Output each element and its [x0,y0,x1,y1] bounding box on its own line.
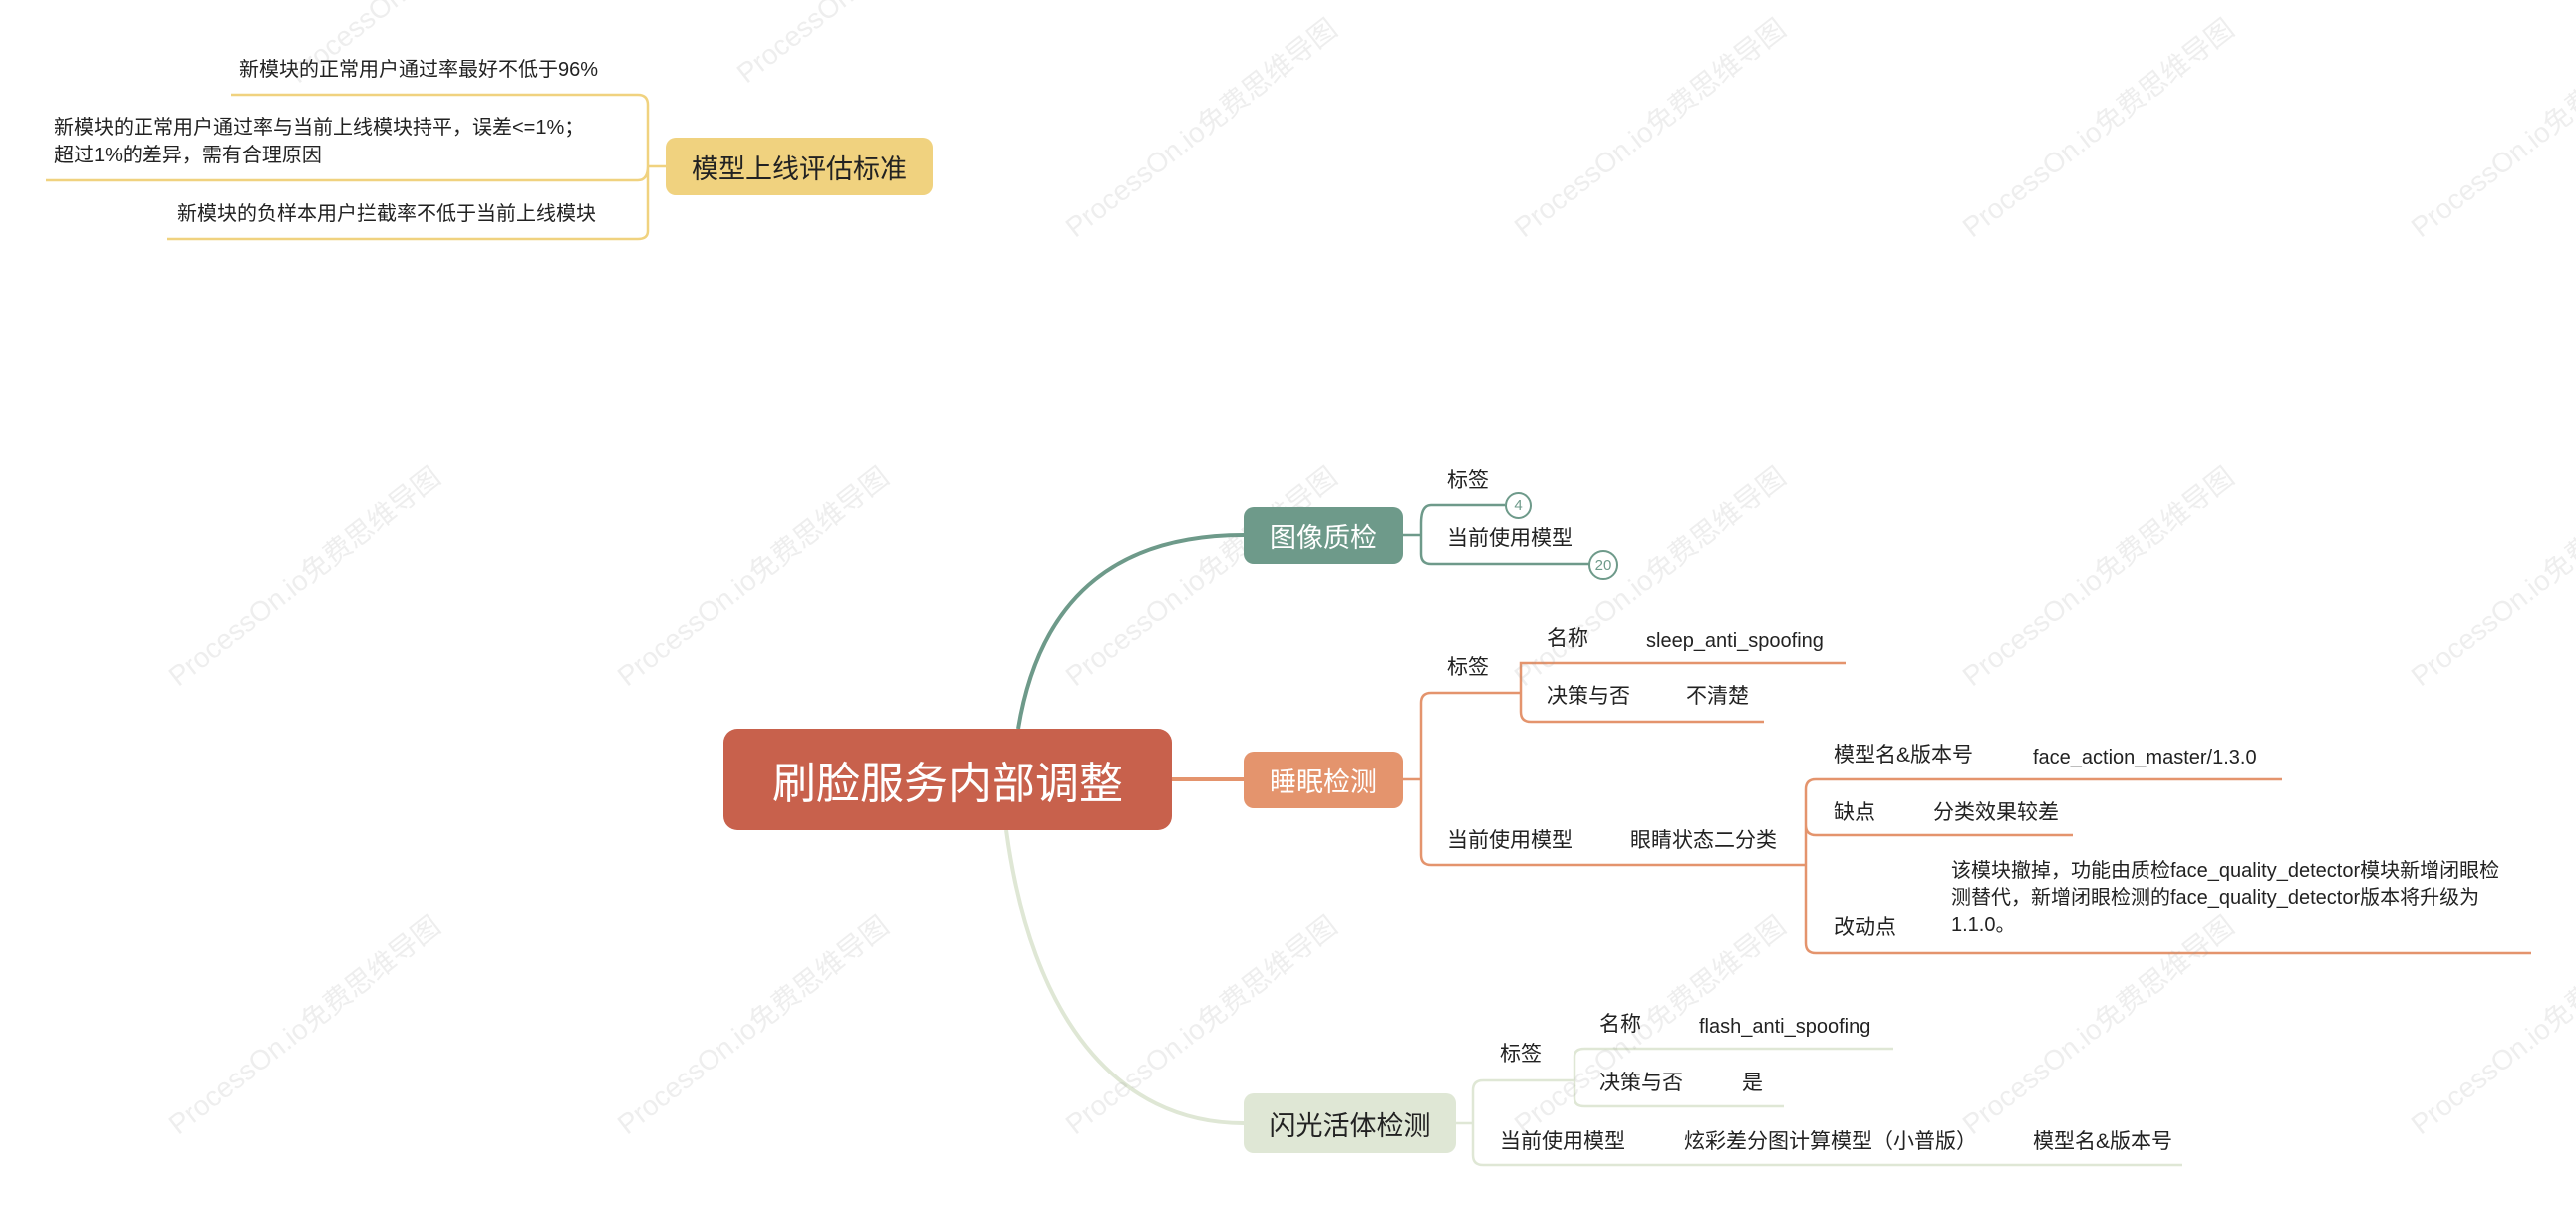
sleep-model-value[interactable]: 眼睛状态二分类 [1630,829,1777,852]
connector-sleep-tag-children [1519,661,1846,724]
topic-model-launch-criteria[interactable]: 模型上线评估标准 [666,138,933,195]
flash-name-label[interactable]: 名称 [1599,1013,1641,1036]
flash-version-label[interactable]: 模型名&版本号 [2033,1130,2173,1153]
sleep-decision-value[interactable]: 不清楚 [1686,685,1749,708]
image-qc-tag-label[interactable]: 标签 [1447,469,1489,492]
sleep-change-value[interactable]: 该模块撤掉，功能由质检face_quality_detector模块新增闭眼检测… [1951,860,2500,936]
topic-flash-liveness[interactable]: 闪光活体检测 [1244,1093,1456,1153]
connector-sleep-children [1403,691,1806,867]
criteria-item-1[interactable]: 新模块的正常用户通过率最好不低于96% [239,59,599,81]
connector-root-flash [1004,829,1245,1125]
connector-sleep-model-children [1804,777,2531,955]
connector-flash-tag-children [1573,1047,1893,1108]
connector-flash-children [1456,1078,2182,1167]
sleep-version-label[interactable]: 模型名&版本号 [1834,744,1974,767]
connector-root-image-qc [1016,533,1245,730]
image-qc-tag-count-badge[interactable]: 4 [1505,492,1532,519]
flash-model-label[interactable]: 当前使用模型 [1500,1130,1625,1153]
root-topic[interactable]: 刷脸服务内部调整 [723,729,1172,830]
sleep-name-label[interactable]: 名称 [1547,627,1588,650]
flash-decision-label[interactable]: 决策与否 [1599,1072,1683,1094]
sleep-name-value[interactable]: sleep_anti_spoofing [1646,630,1824,652]
connector-criteria-children [46,93,666,241]
flash-model-value[interactable]: 炫彩差分图计算模型（小普版） [1684,1130,1977,1153]
sleep-weakness-value[interactable]: 分类效果较差 [1933,801,2059,824]
image-qc-model-count-badge[interactable]: 20 [1588,550,1618,580]
criteria-item-3[interactable]: 新模块的负样本用户拦截率不低于当前上线模块 [177,203,596,225]
flash-name-value[interactable]: flash_anti_spoofing [1699,1016,1871,1038]
sleep-weakness-label[interactable]: 缺点 [1834,801,1875,824]
criteria-item-2-line-1[interactable]: 新模块的正常用户通过率与当前上线模块持平，误差<=1%； [54,117,585,139]
topic-image-qc[interactable]: 图像质检 [1244,507,1403,564]
sleep-decision-label[interactable]: 决策与否 [1547,685,1630,708]
image-qc-model-label[interactable]: 当前使用模型 [1447,527,1573,550]
flash-decision-value[interactable]: 是 [1742,1072,1763,1094]
topic-sleep-detection[interactable]: 睡眠检测 [1244,752,1403,808]
sleep-version-value[interactable]: face_action_master/1.3.0 [2033,747,2257,768]
connector-image-qc-children [1403,503,1590,566]
sleep-model-label[interactable]: 当前使用模型 [1447,829,1573,852]
flash-tag-label[interactable]: 标签 [1500,1043,1542,1066]
sleep-tag-label[interactable]: 标签 [1447,656,1489,679]
criteria-item-2-line-2[interactable]: 超过1%的差异，需有合理原因 [54,145,322,166]
sleep-change-label[interactable]: 改动点 [1834,916,1896,939]
